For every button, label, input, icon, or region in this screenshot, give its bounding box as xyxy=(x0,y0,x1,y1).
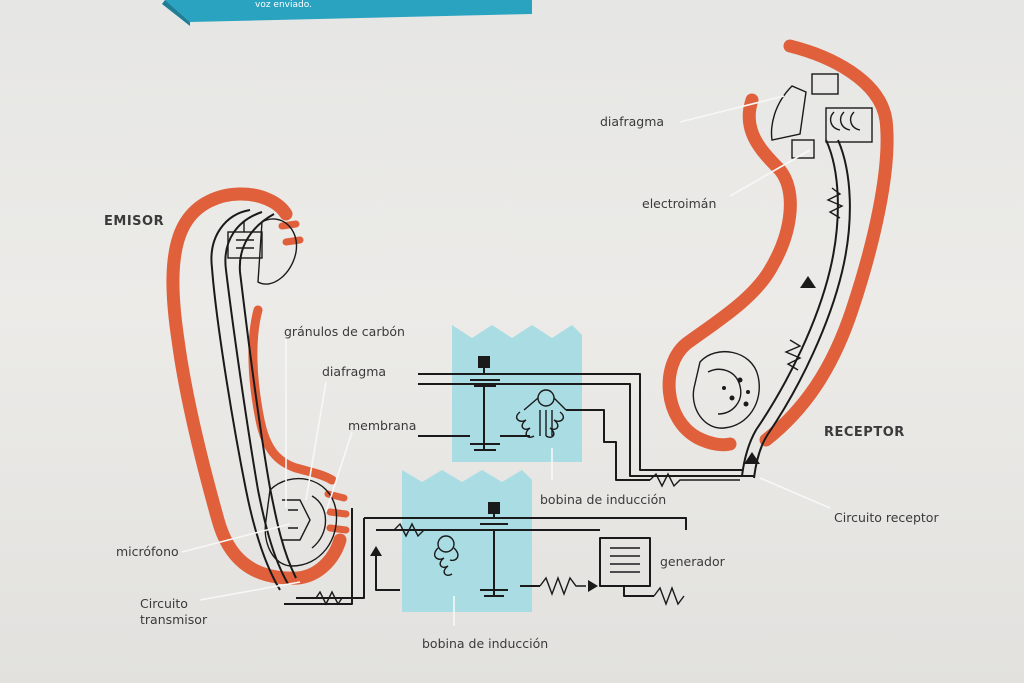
label-bobina-induccion-upper: bobina de inducción xyxy=(540,492,666,507)
label-diafragma-emisor: diafragma xyxy=(322,364,386,379)
label-electroiman: electroimán xyxy=(642,196,716,211)
label-circuito-transmisor-line2: transmisor xyxy=(140,612,208,627)
label-circuito-transmisor-line1: Circuito xyxy=(140,596,188,611)
circuit-wiring xyxy=(284,356,754,606)
top-info-panel: voz enviado. xyxy=(162,0,532,26)
top-panel-caption: voz enviado. xyxy=(255,0,312,10)
label-circuito-receptor: Circuito receptor xyxy=(834,510,939,525)
pointer-lines xyxy=(181,95,831,626)
label-generador: generador xyxy=(660,554,726,569)
receptor-internal-wiring xyxy=(692,73,873,479)
label-bobina-induccion-lower: bobina de inducción xyxy=(422,636,548,651)
receptor-handset-outline xyxy=(662,39,894,452)
label-emisor: EMISOR xyxy=(104,214,164,229)
label-receptor: RECEPTOR xyxy=(824,425,905,440)
circuit-box-lower xyxy=(402,470,532,612)
label-microfono: micrófono xyxy=(116,544,179,559)
label-membrana: membrana xyxy=(348,418,416,433)
label-diafragma-receptor: diafragma xyxy=(600,114,664,129)
diagram-labels: EMISOR RECEPTOR gránulos de carbón diafr… xyxy=(104,114,939,651)
emisor-internal-wiring xyxy=(210,209,338,591)
circuit-box-upper xyxy=(452,325,582,462)
label-granulos-carbon: gránulos de carbón xyxy=(284,324,405,339)
